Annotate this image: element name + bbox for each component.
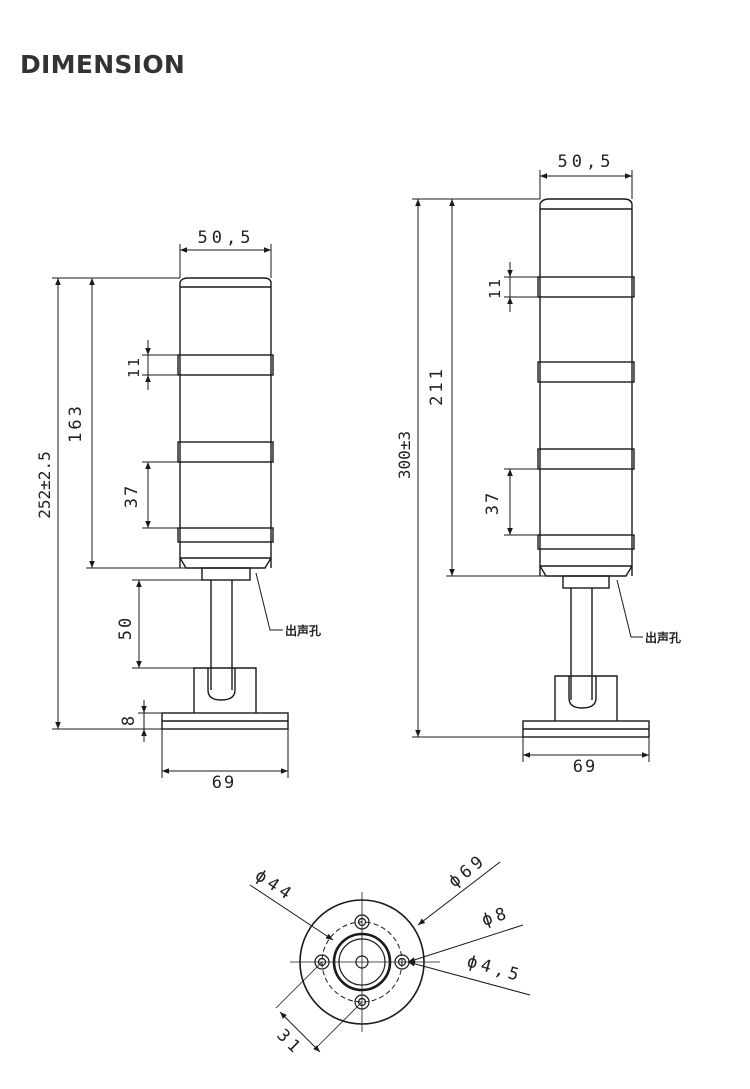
tower-a-ring-2 bbox=[177, 441, 274, 463]
tower-a-base-height: 8 bbox=[119, 716, 139, 726]
base-plan-pcd: ϕ44 bbox=[251, 866, 298, 906]
tower-a-base-width: 69 bbox=[212, 773, 236, 793]
tower-a bbox=[161, 277, 289, 730]
tower-b-ring-2 bbox=[537, 361, 635, 383]
tower-a-neck bbox=[201, 567, 251, 581]
tower-a-ring-height: 11 bbox=[125, 356, 143, 378]
tower-b-top-width: 50,5 bbox=[558, 152, 615, 172]
tower-b-total-height: 300±3 bbox=[395, 431, 414, 479]
tower-b-base-width: 69 bbox=[573, 757, 597, 777]
tower-a-total-height: 252±2.5 bbox=[35, 451, 54, 518]
tower-b-tier-height: 37 bbox=[483, 491, 503, 515]
tower-b-ring-1 bbox=[537, 276, 635, 298]
tower-b bbox=[522, 198, 650, 738]
base-plan-center-hole bbox=[355, 955, 369, 969]
base-plan-mount-hole-diameter: ϕ4,5 bbox=[465, 952, 525, 987]
tower-a-dimensions bbox=[52, 244, 289, 778]
tower-b-dimensions bbox=[412, 170, 650, 762]
base-plan-outer-circle bbox=[299, 899, 425, 1025]
tower-b-neck bbox=[562, 575, 610, 589]
tower-b-cap bbox=[539, 198, 633, 209]
tower-b-body-height: 211 bbox=[427, 366, 447, 406]
tower-a-pole-height: 50 bbox=[116, 616, 136, 640]
tower-b-ring-4 bbox=[537, 534, 635, 550]
base-plan-outer-diameter: ϕ69 bbox=[445, 850, 491, 892]
tower-b-ring-3 bbox=[537, 448, 635, 470]
tower-a-body-bottom bbox=[179, 557, 272, 569]
base-plan-view bbox=[249, 861, 531, 1053]
page-title: DIMENSION bbox=[20, 50, 186, 79]
tower-a-cap bbox=[179, 277, 272, 287]
tower-a-tier-height: 37 bbox=[122, 484, 142, 508]
base-plan-pitch-circle bbox=[321, 921, 403, 1003]
tower-b-ring-height: 11 bbox=[486, 277, 504, 299]
tower-a-bracket bbox=[193, 667, 257, 713]
tower-b-sound-hole-label: 出声孔 bbox=[645, 630, 681, 645]
tower-a-ring-3 bbox=[177, 527, 274, 543]
tower-a-body-height: 163 bbox=[66, 403, 86, 443]
tower-b-body-bottom bbox=[539, 565, 633, 577]
tower-b-bracket bbox=[554, 675, 618, 721]
base-plan-hole-spacing: 31 bbox=[272, 1025, 306, 1059]
tower-a-sound-hole-label: 出声孔 bbox=[285, 623, 321, 638]
base-plan-center-hole-diameter: ϕ8 bbox=[479, 903, 512, 931]
tower-a-top-width: 50,5 bbox=[198, 228, 255, 248]
base-plan-boss-inner bbox=[338, 938, 386, 986]
base-plan-boss-outer bbox=[332, 932, 392, 992]
tower-a-ring-1 bbox=[177, 354, 274, 376]
